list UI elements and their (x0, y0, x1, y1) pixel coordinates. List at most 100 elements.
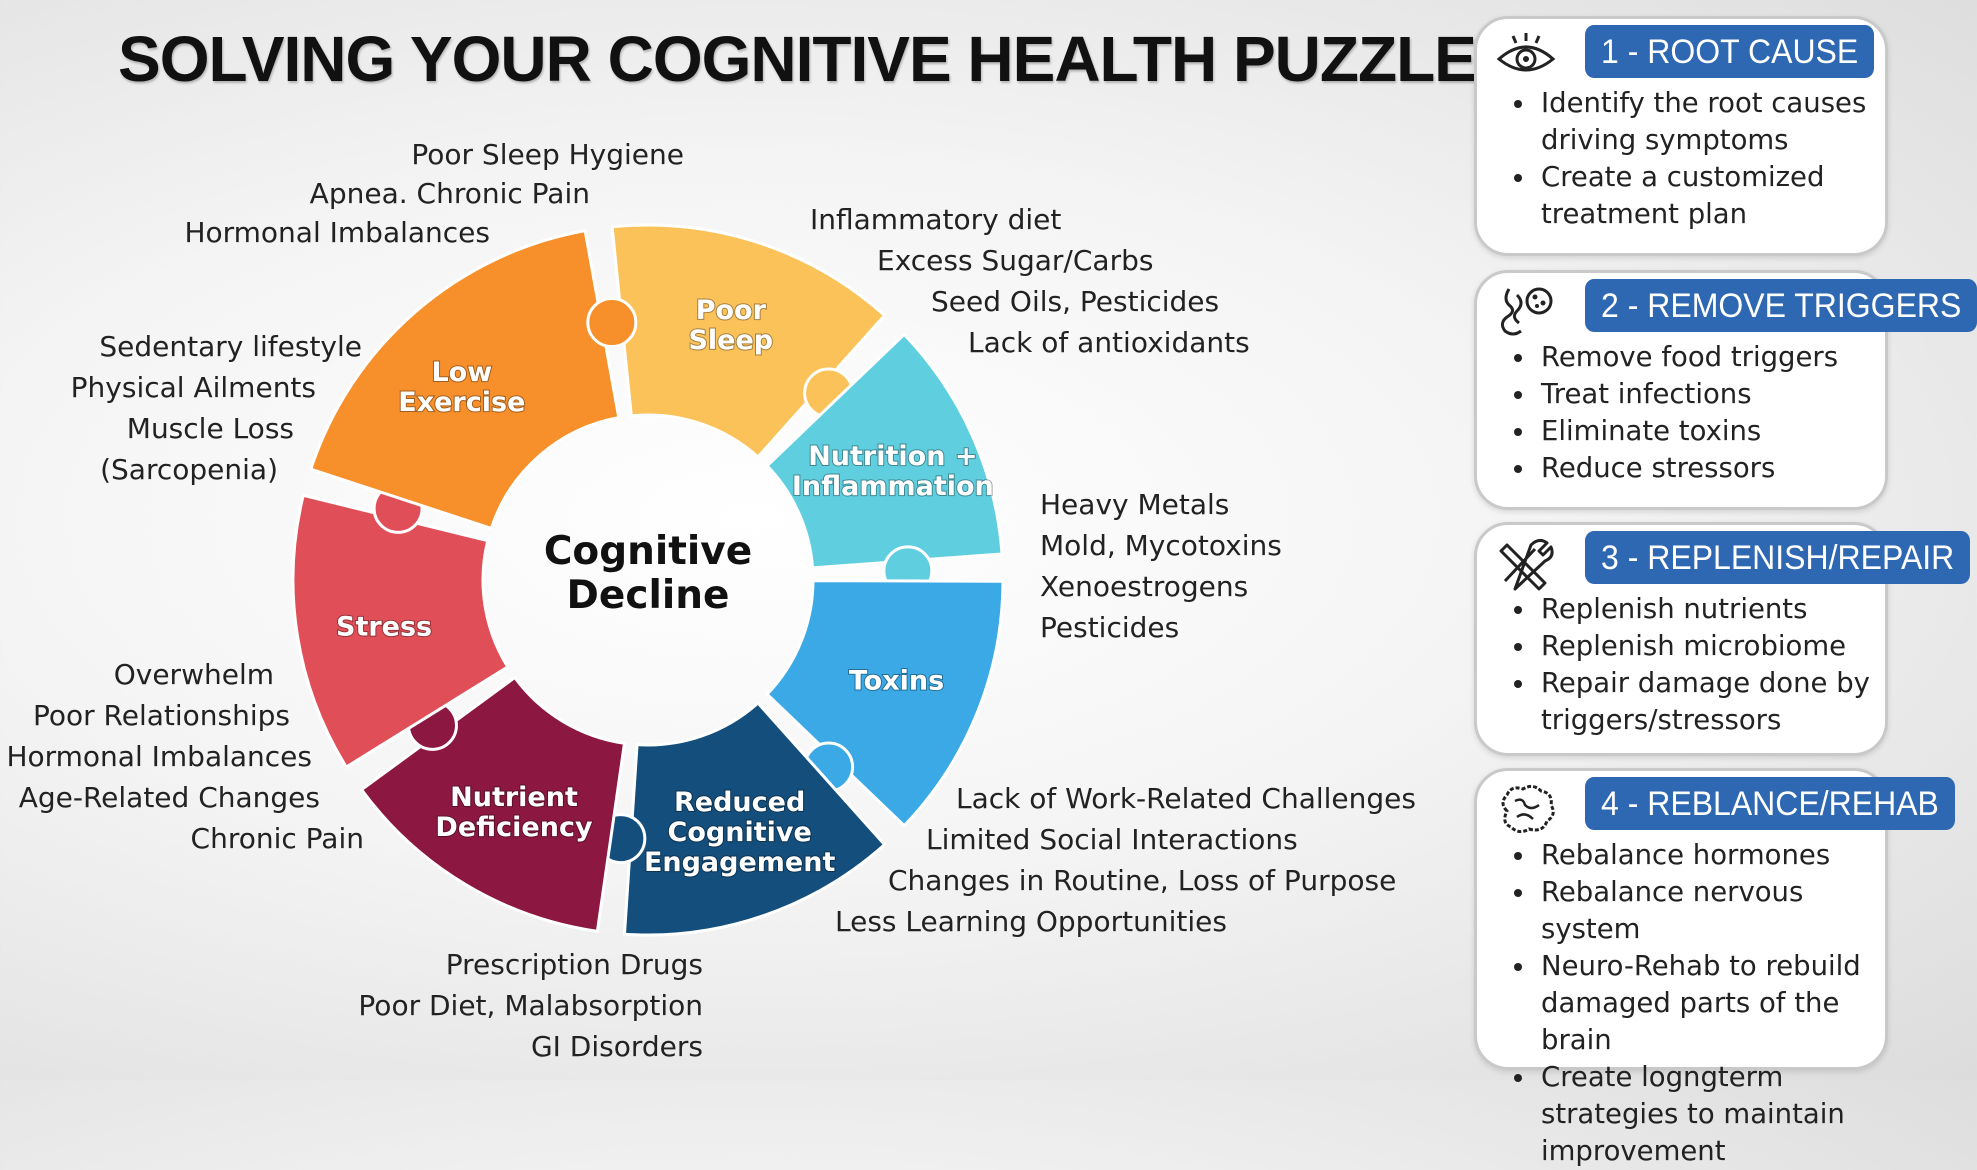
card-item: Identify the root causes driving symptom… (1537, 85, 1885, 159)
card-heading: 3 - REPLENISH/REPAIR (1585, 531, 1971, 584)
puzzle-piece-label: Exercise (398, 387, 525, 418)
card-item: Eliminate toxins (1537, 413, 1838, 450)
cause-text: Xenoestrogens (1040, 570, 1249, 603)
sleep-causes-2: Apnea. Chronic Pain (310, 173, 590, 214)
cause-text: Muscle Loss (126, 412, 294, 445)
puzzle-piece-3 (622, 701, 887, 937)
stress-causes-2: Poor Relationships (33, 695, 290, 736)
cause-text: Apnea. Chronic Pain (309, 177, 590, 210)
center-label-line-2: Decline (567, 573, 730, 618)
card-item: Rebalance hormones (1537, 837, 1885, 874)
card-item: Remove food triggers (1537, 339, 1838, 376)
digestive-system-icon (1500, 287, 1553, 336)
toxin-causes: Heavy Metals Mold, Mycotoxins Xenoestrog… (1040, 484, 1282, 648)
cause-text: Excess Sugar/Carbs (877, 244, 1154, 277)
cause-text: Physical Ailments (70, 371, 316, 404)
card-list: Identify the root causes driving symptom… (1489, 85, 1885, 233)
puzzle-piece-1 (765, 332, 1004, 570)
cause-text: Inflammatory diet (810, 203, 1062, 236)
card-item: Repair damage done by triggers/stressors (1537, 665, 1885, 739)
page-title: SOLVING YOUR COGNITIVE HEALTH PUZZLE (118, 23, 1477, 95)
card-list: Replenish nutrients Replenish microbiome… (1489, 591, 1885, 739)
puzzle-piece-6 (309, 229, 621, 530)
cause-text: Mold, Mycotoxins (1040, 529, 1282, 562)
puzzle-piece-label: Sleep (688, 325, 773, 356)
card-item: Replenish microbiome (1537, 628, 1885, 665)
cause-text: (Sarcopenia) (100, 453, 278, 486)
cause-text: Lack of antioxidants (968, 326, 1250, 359)
cause-text: Sedentary lifestyle (99, 330, 362, 363)
puzzle-piece-label: Stress (336, 612, 432, 643)
card-item: Reduce stressors (1537, 450, 1838, 487)
card-item: Neuro-Rehab to rebuild damaged parts of … (1537, 948, 1885, 1059)
card-item: Treat infections (1537, 376, 1838, 413)
step-card-remove-triggers: 2 - REMOVE TRIGGERS Remove food triggers… (1474, 270, 1977, 510)
cause-text: Heavy Metals (1040, 488, 1230, 521)
stress-causes-3: Hormonal Imbalances (6, 736, 312, 777)
puzzle-piece-label: Inflammation (792, 471, 994, 502)
puzzle-piece-label: Low (431, 357, 492, 388)
cause-text: Less Learning Opportunities (835, 905, 1227, 938)
cause-text: Chronic Pain (190, 822, 364, 855)
cause-text: Poor Diet, Malabsorption (358, 989, 703, 1022)
exercise-causes: Sedentary lifestyle (99, 326, 362, 367)
card-list: Rebalance hormones Rebalance nervous sys… (1489, 837, 1885, 1170)
cause-text: Overwhelm (113, 658, 274, 691)
card-list: Remove food triggers Treat infections El… (1489, 339, 1838, 487)
puzzle-knob-6 (586, 297, 638, 349)
card-heading: 1 - ROOT CAUSE (1585, 25, 1875, 78)
puzzle-piece-label: Nutrition + (808, 441, 977, 472)
nutrition-causes-4: Lack of antioxidants (968, 322, 1250, 363)
cause-text: Hormonal Imbalances (6, 740, 312, 773)
puzzle-piece-label: Deficiency (435, 812, 593, 843)
engagement-causes-4: Less Learning Opportunities (835, 901, 1227, 942)
cause-text: Limited Social Interactions (926, 823, 1298, 856)
exercise-causes-2: Physical Ailments (71, 367, 316, 408)
cause-text: Seed Oils, Pesticides (931, 285, 1220, 318)
engagement-causes: Lack of Work-Related Challenges (956, 778, 1416, 819)
cause-text: Lack of Work-Related Challenges (956, 782, 1416, 815)
brain-icon (1501, 784, 1555, 834)
step-card-replenish-repair: 3 - REPLENISH/REPAIR Replenish nutrients… (1474, 522, 1971, 756)
puzzle-piece-0 (610, 223, 887, 459)
card-item: Replenish nutrients (1537, 591, 1885, 628)
engagement-causes-3: Changes in Routine, Loss of Purpose (888, 860, 1396, 901)
sleep-causes-3: Hormonal Imbalances (184, 212, 490, 253)
stress-causes-5: Chronic Pain (191, 818, 364, 859)
step-card-root-cause: 1 - ROOT CAUSE Identify the root causes … (1474, 16, 1888, 256)
puzzle-piece-2 (765, 579, 1005, 828)
stress-causes: Overwhelm (114, 654, 274, 695)
cause-text: Changes in Routine, Loss of Purpose (888, 864, 1397, 897)
puzzle-piece-label: Poor (696, 295, 767, 326)
step-card-rebalance-rehab: 4 - REBLANCE/REHAB Rebalance hormones Re… (1474, 768, 1955, 1167)
nutrition-causes-3: Seed Oils, Pesticides (931, 281, 1219, 322)
cause-text: GI Disorders (530, 1030, 703, 1063)
cause-text: Age-Related Changes (18, 781, 320, 814)
cause-text: Prescription Drugs (445, 948, 703, 981)
puzzle-piece-5 (291, 493, 510, 769)
puzzle-piece-label: Nutrient (450, 782, 578, 813)
cause-text: Poor Sleep Hygiene (411, 138, 684, 171)
center-label-line-1: Cognitive (544, 529, 752, 574)
exercise-causes-3: Muscle Loss (127, 408, 294, 449)
card-item: Create a customized treatment plan (1537, 159, 1885, 233)
nutrition-causes: Inflammatory diet (810, 199, 1061, 240)
card-heading: 4 - REBLANCE/REHAB (1585, 777, 1955, 830)
deficiency-causes: Prescription Drugs Poor Diet, Malabsorpt… (358, 944, 703, 1067)
tools-icon (1499, 538, 1554, 591)
card-heading: 2 - REMOVE TRIGGERS (1585, 279, 1977, 332)
nutrition-causes-2: Excess Sugar/Carbs (877, 240, 1153, 281)
eye-icon (1496, 33, 1556, 72)
puzzle-piece-label: Reduced (674, 787, 805, 818)
engagement-causes-2: Limited Social Interactions (926, 819, 1298, 860)
puzzle-piece-label: Engagement (644, 847, 836, 878)
cause-text: Hormonal Imbalances (184, 216, 490, 249)
puzzle-piece-label: Toxins (849, 665, 944, 696)
sleep-causes: Poor Sleep Hygiene (411, 134, 684, 175)
stress-causes-4: Age-Related Changes (19, 777, 320, 818)
cause-text: Poor Relationships (32, 699, 290, 732)
card-item: Rebalance nervous system (1537, 874, 1885, 948)
puzzle-piece-label: Cognitive (668, 817, 812, 848)
exercise-causes-4: (Sarcopenia) (100, 449, 278, 490)
